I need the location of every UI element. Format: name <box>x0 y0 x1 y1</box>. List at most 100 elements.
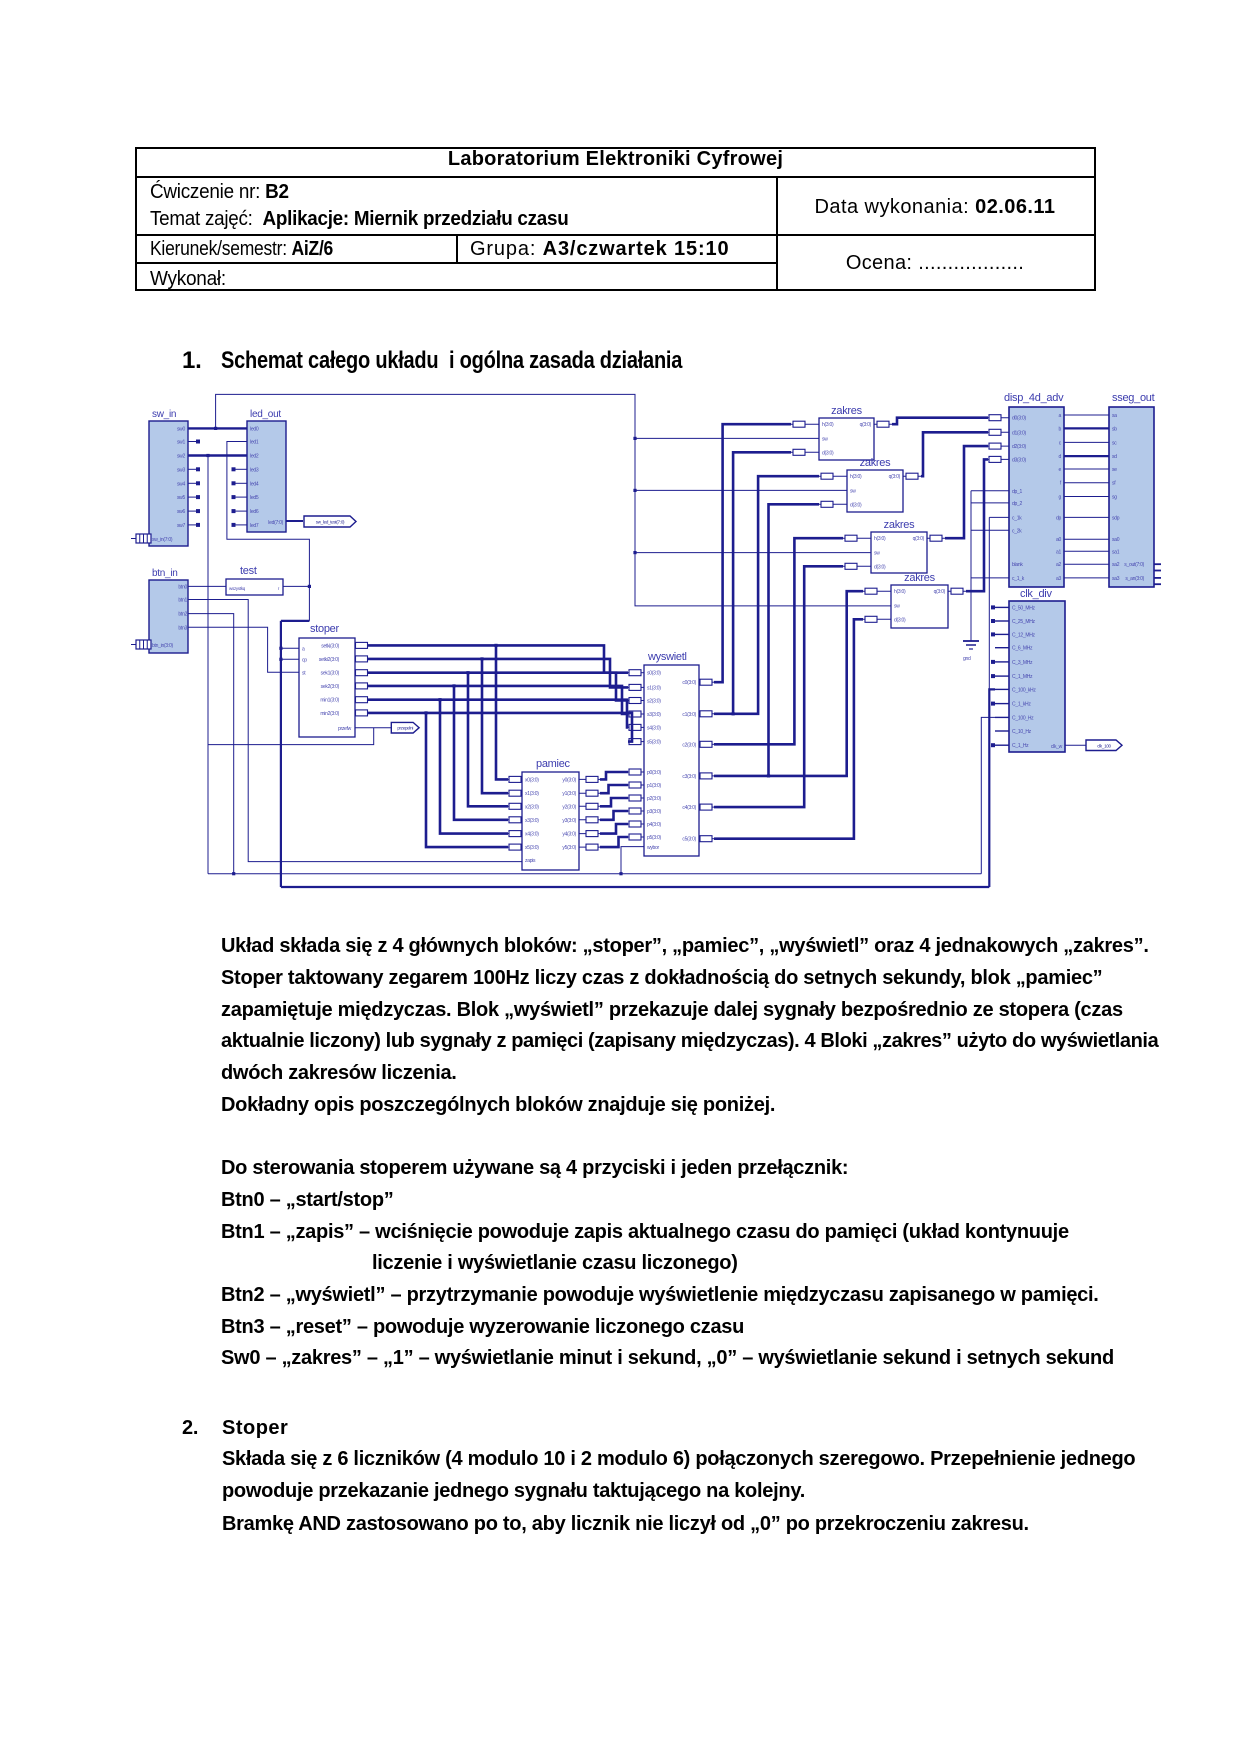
svg-text:sd: sd <box>1112 454 1117 460</box>
svg-text:C_100_Hz: C_100_Hz <box>1012 715 1034 721</box>
svg-text:d(3:0): d(3:0) <box>894 617 906 623</box>
svg-text:sdp: sdp <box>1112 515 1120 521</box>
svg-text:zakres: zakres <box>860 457 891 469</box>
svg-text:C_1_Hz: C_1_Hz <box>1012 743 1029 749</box>
svg-text:s_out(7:0): s_out(7:0) <box>1124 562 1144 568</box>
svg-text:clk_div: clk_div <box>1020 588 1052 600</box>
svg-text:zakres: zakres <box>904 572 935 584</box>
svg-text:h(3:0): h(3:0) <box>874 536 886 542</box>
svg-text:disp_4d_adv: disp_4d_adv <box>1004 392 1064 404</box>
svg-text:se: se <box>1112 467 1117 473</box>
svg-text:sw1: sw1 <box>177 440 186 446</box>
svg-text:btn_in(3:0): btn_in(3:0) <box>152 643 173 649</box>
svg-text:sw: sw <box>874 550 880 556</box>
svg-text:x2(3:0): x2(3:0) <box>525 804 539 810</box>
svg-text:y0(3:0): y0(3:0) <box>562 777 576 783</box>
svg-text:przepelni: przepelni <box>397 726 413 731</box>
svg-text:led2: led2 <box>250 454 259 460</box>
svg-text:s2(3:0): s2(3:0) <box>647 699 661 705</box>
svg-text:a1: a1 <box>1056 549 1062 555</box>
svg-text:dp_2: dp_2 <box>1012 501 1023 507</box>
svg-text:s_an(3:0): s_an(3:0) <box>1125 576 1144 582</box>
svg-text:led(7:0): led(7:0) <box>268 520 283 526</box>
svg-text:sw0: sw0 <box>177 426 186 432</box>
svg-text:dp_1: dp_1 <box>1012 489 1023 495</box>
svg-text:s1(3:0): s1(3:0) <box>647 685 661 691</box>
svg-text:wybor: wybor <box>647 845 660 851</box>
svg-text:clk_100: clk_100 <box>1097 743 1111 748</box>
svg-text:setki2(3:0): setki2(3:0) <box>319 657 340 663</box>
svg-text:d(3:0): d(3:0) <box>822 450 834 456</box>
svg-text:g: g <box>1058 495 1061 501</box>
svg-text:sw: sw <box>822 436 828 442</box>
svg-text:sf: sf <box>1112 481 1116 487</box>
svg-text:sw_led_test(7:0): sw_led_test(7:0) <box>316 520 345 525</box>
svg-text:zapis: zapis <box>525 858 536 864</box>
svg-text:x3(3:0): x3(3:0) <box>525 818 539 824</box>
svg-text:dp: dp <box>1056 515 1062 521</box>
svg-text:c2(3:0): c2(3:0) <box>682 742 696 748</box>
svg-text:sa: sa <box>1112 413 1117 419</box>
svg-text:sa3: sa3 <box>1112 576 1120 582</box>
svg-text:gnd: gnd <box>963 656 971 662</box>
svg-text:zakres: zakres <box>884 519 915 531</box>
svg-text:c4(3:0): c4(3:0) <box>682 805 696 811</box>
svg-text:c1(3:0): c1(3:0) <box>682 712 696 718</box>
svg-text:a0: a0 <box>1056 537 1062 543</box>
svg-text:cp: cp <box>302 657 307 663</box>
svg-text:sw: sw <box>894 603 900 609</box>
svg-text:c5(3:0): c5(3:0) <box>682 837 696 843</box>
svg-text:led7: led7 <box>250 523 259 529</box>
svg-text:test: test <box>240 565 257 577</box>
svg-text:d: d <box>1058 454 1061 460</box>
svg-text:d3(3:0): d3(3:0) <box>1012 457 1026 463</box>
svg-text:sw5: sw5 <box>177 495 186 501</box>
svg-text:sg: sg <box>1112 495 1117 501</box>
svg-text:sa2: sa2 <box>1112 562 1120 568</box>
svg-text:led6: led6 <box>250 509 259 515</box>
svg-text:h(3:0): h(3:0) <box>822 422 834 428</box>
svg-text:btn3: btn3 <box>178 625 187 631</box>
svg-text:p0(3:0): p0(3:0) <box>647 770 661 776</box>
svg-text:sw_in(7:0): sw_in(7:0) <box>152 537 173 543</box>
svg-text:C_100_kHz: C_100_kHz <box>1012 687 1036 693</box>
svg-text:led4: led4 <box>250 481 259 487</box>
svg-text:p3(3:0): p3(3:0) <box>647 809 661 815</box>
svg-text:y3(3:0): y3(3:0) <box>562 818 576 824</box>
svg-text:h(3:0): h(3:0) <box>894 589 906 595</box>
svg-text:C_1_kHz: C_1_kHz <box>1012 702 1031 708</box>
svg-text:x5(3:0): x5(3:0) <box>525 845 539 851</box>
svg-text:x0(3:0): x0(3:0) <box>525 777 539 783</box>
svg-text:e: e <box>1058 467 1061 473</box>
svg-text:y2(3:0): y2(3:0) <box>562 804 576 810</box>
svg-text:sw6: sw6 <box>177 509 186 515</box>
svg-text:c0(3:0): c0(3:0) <box>682 680 696 686</box>
svg-text:sw_in: sw_in <box>152 409 176 420</box>
svg-text:sw: sw <box>850 488 856 494</box>
svg-text:sa0: sa0 <box>1112 537 1120 543</box>
svg-text:sa1: sa1 <box>1112 549 1120 555</box>
svg-text:led_out: led_out <box>250 409 281 420</box>
svg-text:sek1(3:0): sek1(3:0) <box>321 671 340 677</box>
svg-text:c_1_k: c_1_k <box>1012 576 1025 582</box>
svg-text:c: c <box>1059 440 1062 446</box>
svg-text:pamiec: pamiec <box>536 758 571 770</box>
svg-text:d2(3:0): d2(3:0) <box>1012 444 1026 450</box>
svg-text:setki(3:0): setki(3:0) <box>321 643 339 649</box>
svg-text:led0: led0 <box>250 426 259 432</box>
svg-text:b: b <box>1058 426 1061 432</box>
svg-text:sw4: sw4 <box>177 481 186 487</box>
svg-text:C_3_MHz: C_3_MHz <box>1012 660 1033 666</box>
svg-text:q(3:0): q(3:0) <box>889 474 901 480</box>
svg-text:sw2: sw2 <box>177 454 186 460</box>
svg-text:p1(3:0): p1(3:0) <box>647 783 661 789</box>
svg-text:btn1: btn1 <box>178 598 187 604</box>
svg-text:s5(3:0): s5(3:0) <box>647 740 661 746</box>
svg-text:sb: sb <box>1112 426 1117 432</box>
svg-text:btn0: btn0 <box>178 584 187 590</box>
svg-text:min1(3:0): min1(3:0) <box>320 698 339 704</box>
svg-text:q(3:0): q(3:0) <box>913 536 925 542</box>
svg-text:C_10_Hz: C_10_Hz <box>1012 729 1032 735</box>
svg-text:C_25_MHz: C_25_MHz <box>1012 619 1036 625</box>
svg-text:sc: sc <box>1112 440 1117 446</box>
